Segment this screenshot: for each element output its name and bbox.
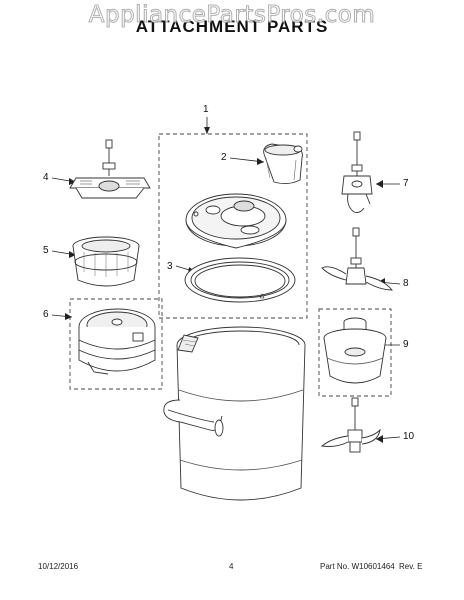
part-6-storage-lid bbox=[78, 308, 156, 375]
part-3-lid-seal bbox=[184, 257, 296, 303]
page-title: ATTACHMENT PARTS bbox=[135, 17, 329, 36]
callout-4: 4 bbox=[43, 172, 49, 183]
callout-5: 5 bbox=[43, 245, 49, 256]
callout-6: 6 bbox=[43, 309, 49, 320]
part-8-chopping-blade bbox=[321, 227, 393, 291]
part-5-steamer-basket bbox=[72, 236, 140, 287]
footer-date: 10/12/2016 bbox=[38, 562, 79, 571]
part-7-dough-hook bbox=[341, 131, 373, 213]
part-4-stir-assembly bbox=[69, 139, 151, 199]
callout-9: 9 bbox=[403, 339, 409, 350]
callout-8: 8 bbox=[403, 278, 409, 289]
callout-10: 10 bbox=[403, 431, 415, 442]
part-2-steam-vent bbox=[263, 143, 303, 185]
footer-revision: Rev. E bbox=[399, 562, 423, 571]
group-box-storage-lid bbox=[69, 298, 163, 390]
callout-7: 7 bbox=[403, 178, 409, 189]
callout-3: 3 bbox=[167, 261, 173, 272]
main-cooking-bowl bbox=[163, 326, 306, 501]
part-10-small-blade bbox=[320, 397, 381, 453]
callout-2: 2 bbox=[221, 152, 227, 163]
watermark: AppliancePartsPros.com bbox=[88, 2, 376, 29]
group-box-lid-assembly bbox=[158, 133, 308, 319]
footer-page-number: 4 bbox=[229, 562, 234, 571]
callout-1: 1 bbox=[203, 104, 209, 115]
part-1-cooking-lid bbox=[185, 193, 287, 249]
group-box-mini-bowl bbox=[318, 308, 392, 397]
part-9-mini-bowl bbox=[323, 317, 387, 384]
footer-part-number: Part No. W10601464 bbox=[320, 562, 395, 571]
